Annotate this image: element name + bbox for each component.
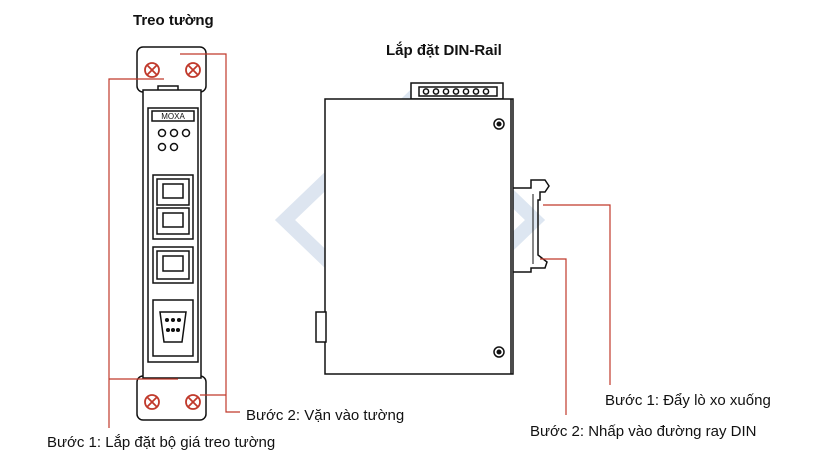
din-step2-caption: Bước 2: Nhấp vào đường ray DIN (530, 423, 757, 440)
led-icon (169, 128, 179, 138)
din-rail-clip (513, 179, 550, 273)
screw-icon (185, 394, 201, 410)
din-step1-caption: Bước 1: Đẩy lò xo xuống (605, 392, 771, 409)
din-rail-device (315, 82, 550, 375)
screw-icon (493, 346, 505, 358)
logo-box (151, 110, 195, 122)
leader-step2 (180, 53, 240, 413)
front-panel (147, 107, 199, 363)
screw-icon (493, 118, 505, 130)
wall-step2-caption: Bước 2: Vặn vào tường (246, 407, 405, 424)
leader-din-step2 (540, 258, 567, 415)
led-icon (181, 128, 191, 138)
side-tab (315, 311, 327, 343)
leader-step1 (108, 78, 164, 428)
ethernet-port-icon (156, 207, 190, 235)
din-leader-lines (540, 204, 611, 415)
wall-screws (144, 62, 201, 410)
leader-din-step1 (543, 204, 611, 385)
screw-icon (144, 394, 160, 410)
led-icon (169, 142, 179, 152)
db9-connector-icon (159, 311, 187, 343)
wall-mount-device: MOXA (136, 46, 207, 421)
wall-mount-title: Treo tường (133, 12, 214, 29)
din-rail-title: Lắp đặt DIN-Rail (386, 42, 502, 59)
ethernet-port-icon (156, 178, 190, 206)
serial-port-frame (152, 299, 194, 357)
wall-leader-lines (108, 53, 240, 428)
led-icon (157, 128, 167, 138)
device-side-body (324, 98, 514, 375)
wall-step1-caption: Bước 1: Lắp đặt bộ giá treo tường (47, 434, 276, 451)
moxa-logo: MOXA (161, 112, 185, 121)
port-group (152, 174, 194, 240)
screw-icon (185, 62, 201, 78)
ethernet-port-icon (156, 250, 190, 280)
screw-icon (144, 62, 160, 78)
led-icon (157, 142, 167, 152)
